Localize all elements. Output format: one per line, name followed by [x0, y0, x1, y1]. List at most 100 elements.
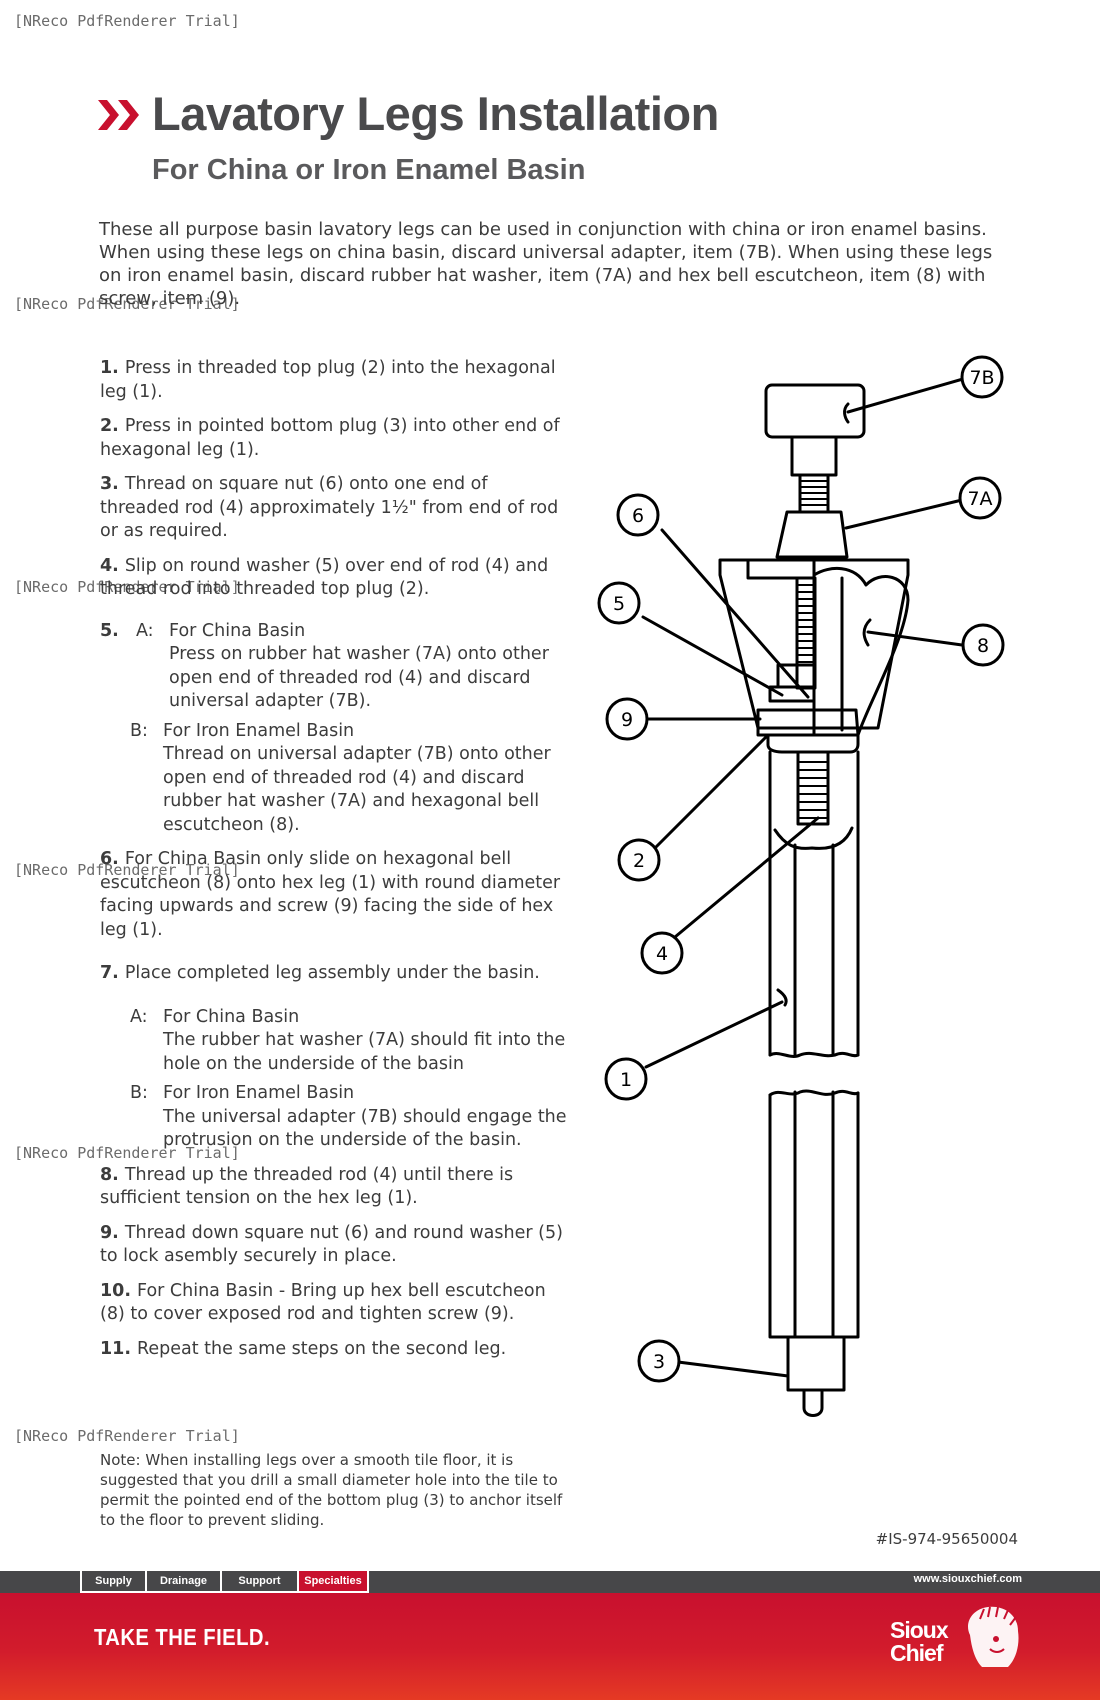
adapter-stem — [790, 435, 838, 477]
callout-label: 4 — [656, 943, 668, 965]
installation-note: Note: When installing legs over a smooth… — [100, 1451, 563, 1529]
page-title: Lavatory Legs Installation — [152, 87, 719, 140]
website-link[interactable]: www.siouxchief.com — [913, 1573, 1022, 1585]
step-text: Thread down square nut (6) and round was… — [100, 1222, 563, 1267]
trial-watermark: [NReco PdfRenderer Trial] — [14, 578, 240, 596]
step-number: 5. — [100, 620, 119, 641]
trial-watermark: [NReco PdfRenderer Trial] — [14, 12, 240, 30]
chief-head-logo-icon — [968, 1606, 1019, 1667]
step-number: 2. — [100, 416, 119, 436]
callout-9 — [605, 697, 649, 741]
step-text: Press in pointed bottom plug (3) into ot… — [100, 416, 560, 460]
substep-body: Thread on universal adapter (7B) onto ot… — [163, 744, 551, 835]
step-number: 9. — [100, 1222, 119, 1243]
step-11: 11.Repeat the same steps on the second l… — [100, 1338, 570, 1362]
brand-line-2: Chief — [890, 1640, 943, 1666]
step-4: 4.Slip on round washer (5) over end of r… — [100, 555, 570, 602]
tab-support[interactable]: Support — [220, 1571, 299, 1593]
step-3: 3.Thread on square nut (6) onto one end … — [100, 473, 570, 544]
step-number: 8. — [100, 1164, 119, 1185]
substep-letter: A: — [136, 620, 154, 641]
substep-body: The rubber hat washer (7A) should fit in… — [163, 1030, 566, 1074]
brand-line-1: Sioux — [890, 1617, 949, 1643]
substep-letter: A: — [130, 1006, 148, 1027]
callout-label: 7B — [969, 367, 994, 389]
substep-heading: For Iron Enamel Basin — [163, 720, 355, 741]
step-6: 6.For China Basin only slide on hexagona… — [100, 848, 570, 942]
step-10: 10.For China Basin - Bring up hex bell e… — [100, 1280, 570, 1327]
tagline: TAKE THE FIELD. — [94, 1624, 271, 1650]
step-text: Thread up the threaded rod (4) until the… — [100, 1164, 514, 1209]
substep-body: Press on rubber hat washer (7A) onto oth… — [169, 644, 549, 711]
brand-footer — [0, 1593, 1100, 1700]
substep-heading: For China Basin — [169, 620, 306, 641]
step-text: Repeat the same steps on the second leg. — [137, 1338, 507, 1359]
step-5: 5. A: For China Basin Press on rubber ha… — [100, 620, 570, 838]
rod-threads — [799, 474, 829, 506]
step-text: For China Basin - Bring up hex bell escu… — [100, 1280, 546, 1325]
step-number: 1. — [100, 358, 119, 378]
callout-label: 1 — [620, 1069, 632, 1091]
step-2: 2.Press in pointed bottom plug (3) into … — [100, 415, 570, 462]
page-subtitle: For China or Iron Enamel Basin — [152, 154, 586, 186]
callout-label: 8 — [977, 635, 989, 657]
callout-label: 5 — [613, 593, 625, 615]
callout-7a — [958, 476, 1002, 520]
callout-label: 3 — [653, 1351, 665, 1373]
callout-8 — [961, 623, 1005, 667]
callout-7b — [960, 355, 1004, 399]
substep-letter: B: — [130, 1083, 148, 1103]
installation-steps: 1.Press in threaded top plug (2) into th… — [100, 357, 570, 1372]
double-chevron-icon — [98, 100, 139, 130]
callout-6 — [616, 493, 660, 537]
rubber-hat-washer — [775, 510, 849, 559]
hex-leg-upper — [768, 750, 860, 1057]
step-1: 1.Press in threaded top plug (2) into th… — [100, 357, 570, 404]
callout-label: 2 — [633, 850, 645, 872]
callout-3 — [637, 1339, 681, 1383]
step-text: Thread on square nut (6) onto one end of… — [100, 474, 559, 541]
bottom-plug — [786, 1335, 846, 1392]
step-text: Place completed leg assembly under the b… — [124, 963, 540, 983]
hex-bell-escutcheon — [812, 566, 910, 737]
step-7: 7.Place completed leg assembly under the… — [100, 962, 570, 1153]
step-9: 9.Thread down square nut (6) and round w… — [100, 1222, 570, 1269]
trial-watermark: [NReco PdfRenderer Trial] — [14, 861, 240, 879]
substep-letter: B: — [130, 720, 148, 741]
step-number: 6. — [100, 849, 119, 869]
substep: B: For Iron Enamel Basin The universal a… — [130, 1082, 570, 1153]
step-number: 4. — [100, 555, 119, 576]
trial-watermark: [NReco PdfRenderer Trial] — [14, 1427, 240, 1445]
step-text: For China Basin only slide on hexagonal … — [100, 849, 561, 940]
tab-specialties[interactable]: Specialties — [297, 1571, 369, 1593]
bell-escutcheon-frame — [718, 558, 910, 730]
pointed-end — [802, 1388, 824, 1417]
callout-label: 6 — [632, 505, 644, 527]
step-8: 8.Thread up the threaded rod (4) until t… — [100, 1164, 570, 1211]
callout-1 — [604, 1057, 648, 1101]
brand-wordmark: Sioux Chief — [890, 1617, 949, 1666]
callout-2 — [617, 838, 661, 882]
trial-watermark: [NReco PdfRenderer Trial] — [14, 1144, 240, 1162]
callout-label: 7A — [967, 488, 992, 510]
substep-heading: For China Basin — [163, 1006, 300, 1027]
hex-leg-lower — [768, 1089, 860, 1097]
step-number: 7. — [100, 963, 119, 983]
step-number: 3. — [100, 474, 119, 494]
document-number: #IS-974-95650004 — [875, 1530, 1018, 1548]
step-number: 10. — [100, 1280, 132, 1301]
substep: A: For China Basin The rubber hat washer… — [130, 1006, 570, 1077]
trial-watermark: [NReco PdfRenderer Trial] — [14, 295, 240, 313]
substep-body: The universal adapter (7B) should engage… — [163, 1106, 567, 1151]
tab-supply[interactable]: Supply — [80, 1571, 147, 1593]
tab-drainage[interactable]: Drainage — [145, 1571, 222, 1593]
intro-paragraph: These all purpose basin lavatory legs ca… — [99, 219, 993, 309]
callout-5 — [597, 581, 641, 625]
substep-heading: For Iron Enamel Basin — [163, 1083, 355, 1103]
step-number: 11. — [100, 1338, 132, 1359]
substep: B: For Iron Enamel Basin Thread on unive… — [130, 720, 570, 838]
leg-assembly-diagram: 7B 7A 6 5 8 9 2 4 1 3 — [597, 355, 1005, 1417]
callout-4 — [640, 931, 684, 975]
step-text: Press in threaded top plug (2) into the … — [100, 358, 556, 402]
callout-label: 9 — [621, 709, 633, 731]
